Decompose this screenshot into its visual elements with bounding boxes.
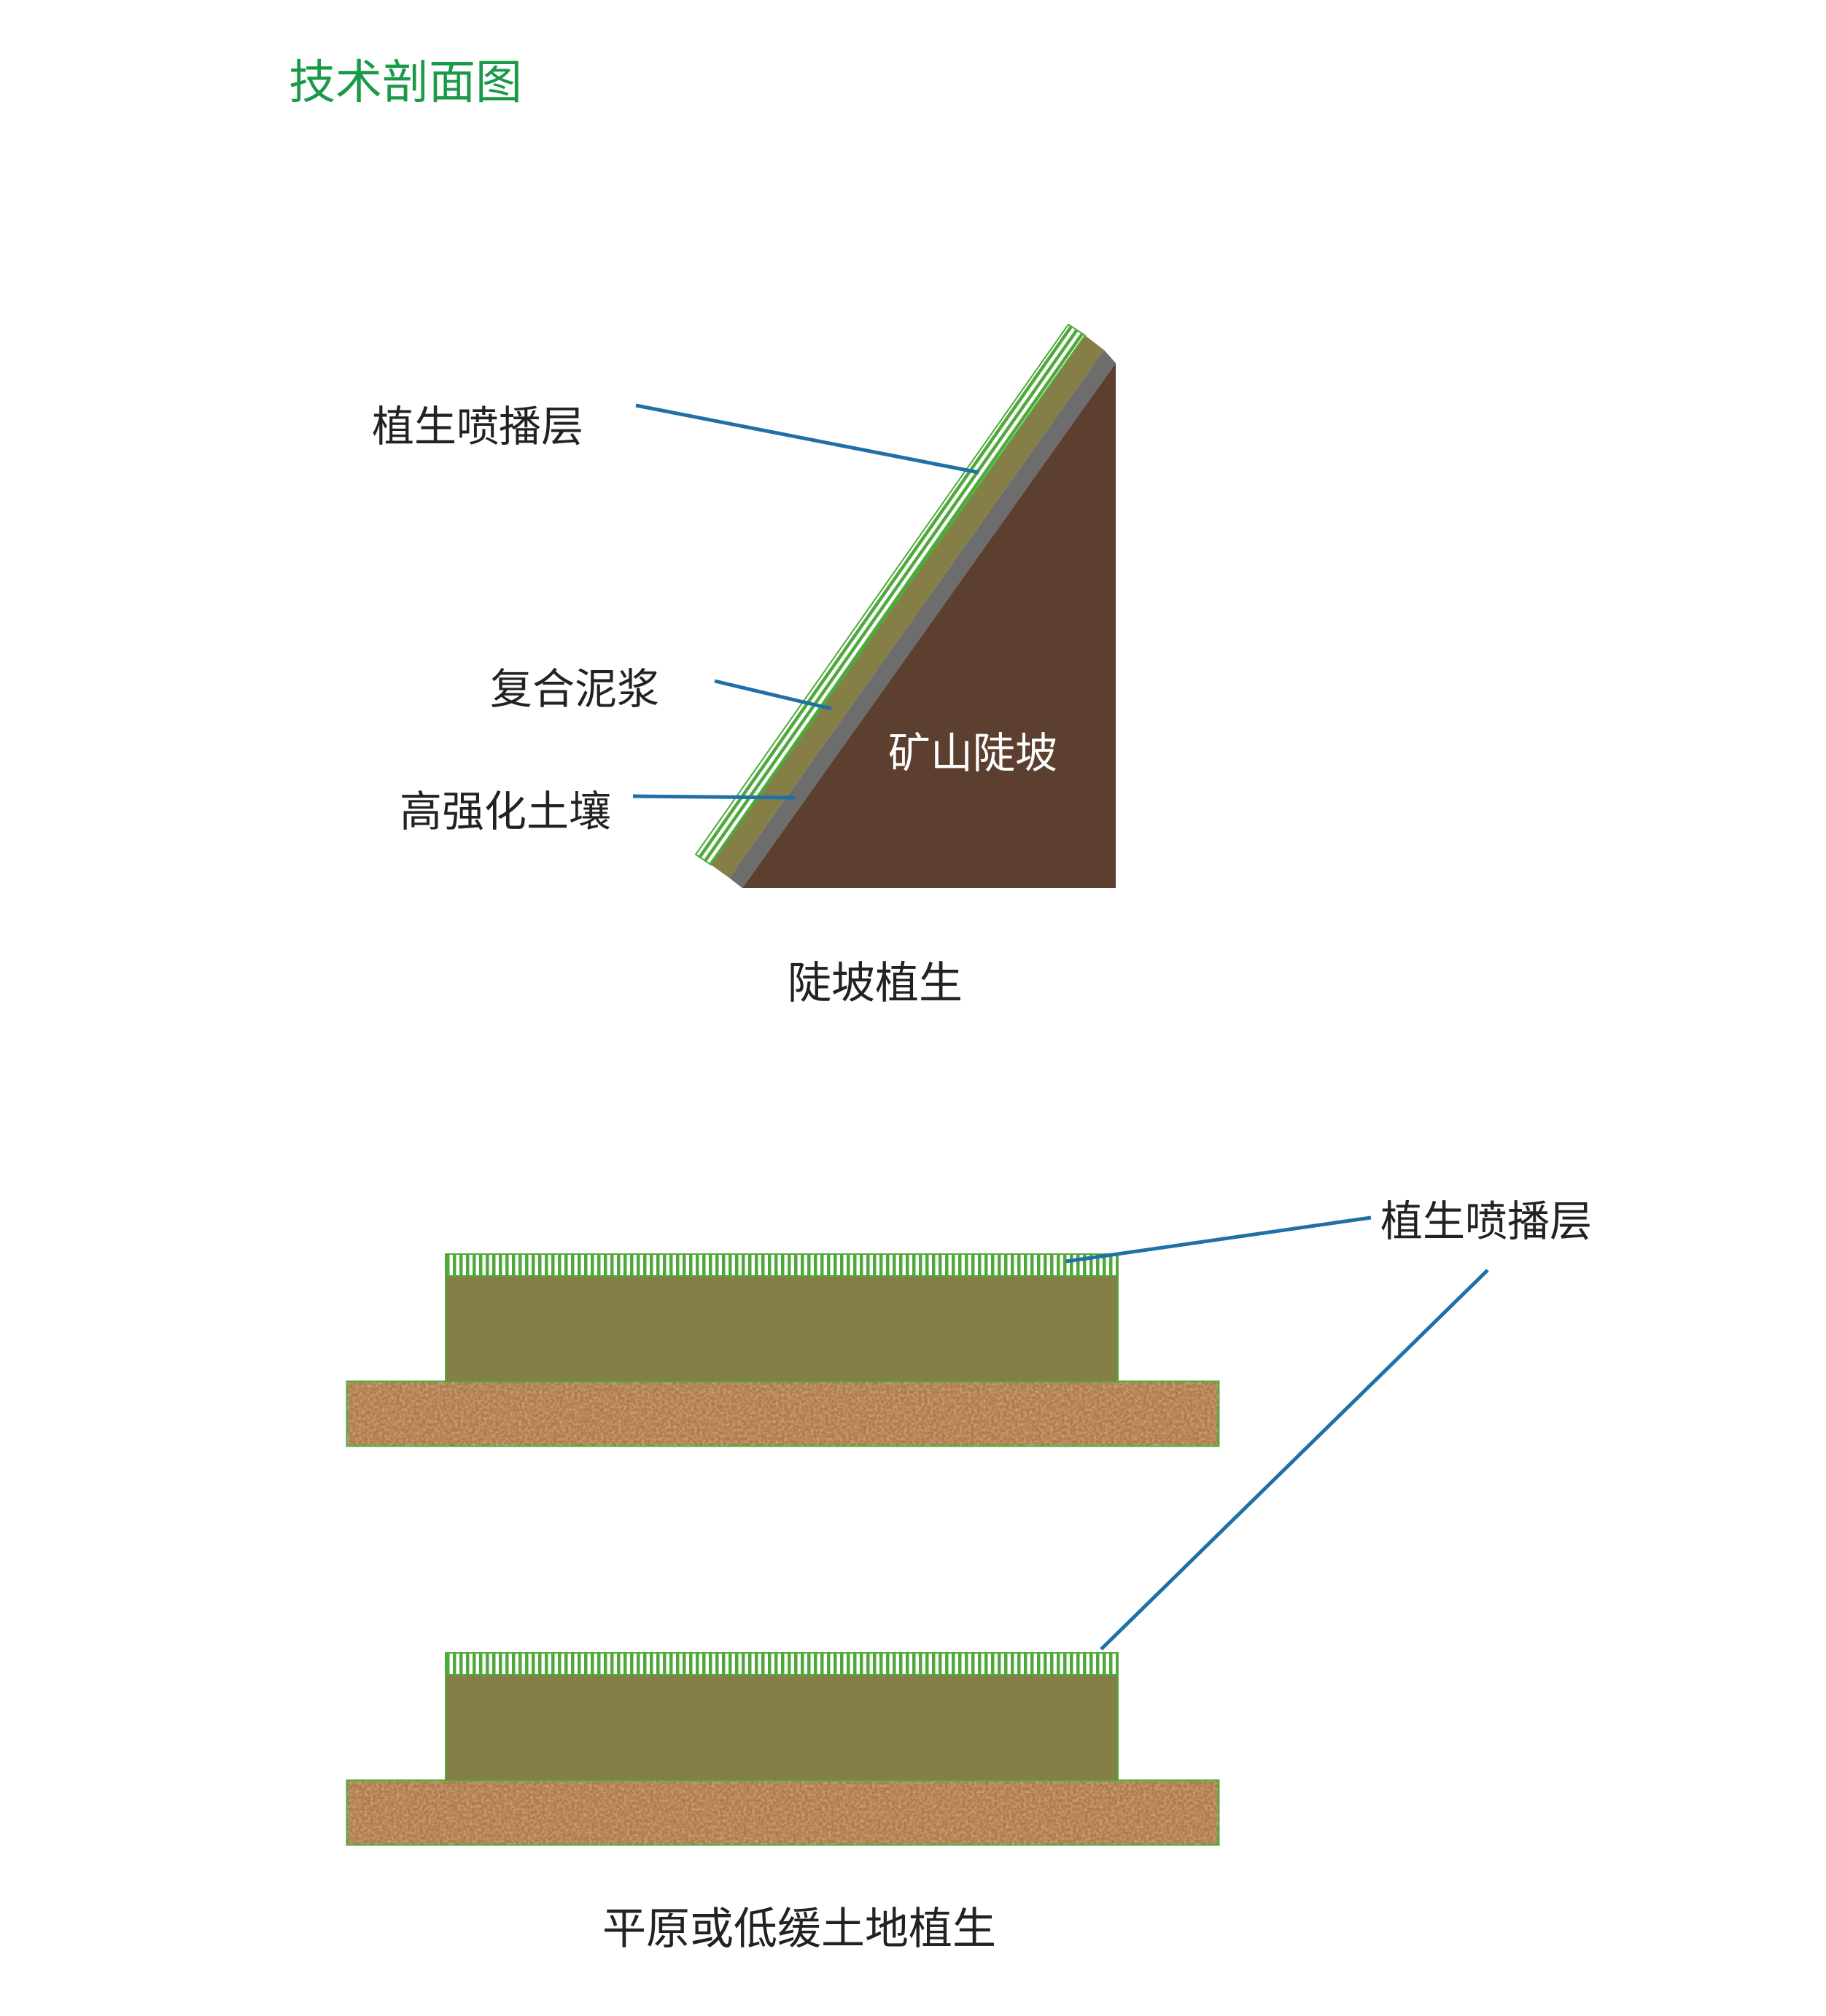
page-title: 技术剖面图	[289, 56, 522, 110]
planting-spray-layer	[694, 323, 1087, 866]
caption-slope: 陡坡植生	[788, 958, 963, 1009]
planting-spray-layer	[445, 1652, 1119, 1676]
leader-line-reinforced-soil	[632, 794, 796, 800]
leader-line-planting-lower	[1100, 1269, 1489, 1651]
leader-line-planting-upper	[1065, 1215, 1372, 1264]
label-planting-spray-layer: 植生喷播层	[372, 402, 584, 451]
label-reinforced-soil: 高强化土壤	[400, 787, 612, 836]
composite-mud-layer	[445, 1674, 1119, 1781]
flat-section-upper	[346, 1253, 1220, 1447]
planting-spray-layer	[445, 1253, 1119, 1277]
soil-texture	[347, 1780, 1219, 1845]
leader-line-planting	[635, 403, 979, 475]
composite-mud-layer	[445, 1275, 1119, 1382]
flat-section-lower	[346, 1652, 1220, 1846]
label-mine-slope: 矿山陡坡	[888, 728, 1058, 778]
composite-mud-layer	[711, 335, 1104, 878]
leader-line-composite-mud	[714, 679, 832, 711]
slope-section	[632, 323, 1116, 888]
soil-texture	[347, 1382, 1219, 1446]
label-composite-mud: 复合泥浆	[490, 664, 660, 714]
label-planting-spray-layer-flat: 植生喷播层	[1380, 1196, 1593, 1246]
caption-flat: 平原或低缓土地植生	[602, 1904, 996, 1955]
reinforced-soil-layer	[729, 350, 1116, 888]
